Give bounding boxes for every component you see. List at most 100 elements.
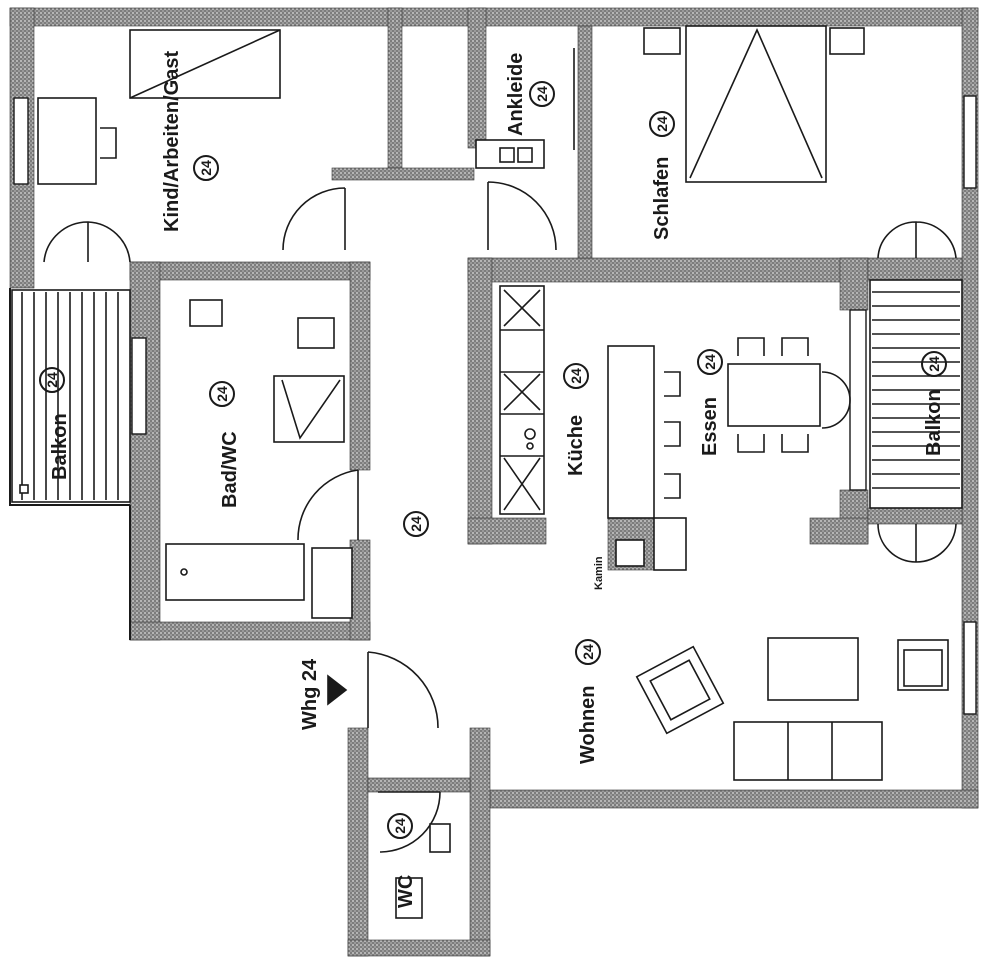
wall-bottom-living [489, 789, 979, 809]
bad-sink-left [189, 299, 223, 327]
wall-kitchen-left [467, 257, 493, 545]
entrance-arrow [327, 674, 348, 706]
unit-marker-essen: 24 [697, 349, 723, 375]
kitchen-island [607, 345, 655, 519]
svg-text:24: 24 [926, 356, 942, 372]
outline [9, 288, 131, 640]
label-kamin: Kamin [593, 556, 605, 590]
chair-essen-4 [781, 434, 809, 453]
unit-markers: 24 24 24 24 24 24 24 24 24 24 24 [39, 81, 947, 839]
chair-essen-1 [737, 337, 765, 356]
unit-marker-wohnen: 24 [575, 639, 601, 665]
wall-kitchen-right-upper [839, 257, 869, 311]
label-kind: Kind/Arbeiten/Gast [161, 51, 183, 232]
armchair-rotated [635, 645, 725, 735]
label-schlafen: Schlafen [651, 157, 673, 240]
kamin-insert [615, 539, 645, 567]
door-wohnen-balcony [877, 523, 957, 563]
sofa [733, 721, 883, 781]
desk-kind [37, 97, 97, 185]
balcony-right-stripes [869, 279, 963, 509]
kamin-side [653, 517, 687, 571]
unit-marker-balkon-right: 24 [921, 351, 947, 377]
wc-sink [429, 823, 451, 853]
door-bad [297, 469, 359, 541]
bad-shower [273, 375, 345, 443]
label-ankleide: Ankleide [505, 53, 527, 136]
dining-table [727, 363, 821, 427]
bad-sink-right [297, 317, 335, 349]
wall-kitchen-bottom-right [809, 517, 869, 545]
nightstand-left [643, 27, 681, 55]
room-labels: Kind/Arbeiten/Gast Ankleide Schlafen Bal… [49, 51, 945, 908]
door-kind [282, 187, 346, 251]
wall-top [9, 7, 979, 27]
wall-kitchen-top [467, 257, 869, 283]
chair-kind [100, 127, 117, 159]
label-kueche: Küche [565, 415, 587, 476]
wall-entry-right [469, 727, 491, 957]
svg-text:24: 24 [654, 116, 670, 132]
unit-marker-wc: 24 [387, 813, 413, 839]
window-schlafen [963, 95, 977, 189]
chair-essen-3 [737, 434, 765, 453]
wall-bad-bottom [129, 621, 371, 641]
wall-ankleide-right [577, 25, 593, 259]
kitchen-counter [499, 285, 545, 515]
wall-balcony-right-bottom [867, 507, 963, 525]
stool-3 [664, 473, 681, 499]
unit-marker-ankleide: 24 [529, 81, 555, 107]
unit-marker-corridor: 24 [403, 511, 429, 537]
stool-2 [664, 421, 681, 447]
svg-text:24: 24 [392, 818, 408, 834]
label-essen: Essen [699, 397, 721, 456]
chair-essen-2 [781, 337, 809, 356]
coffee-table [767, 637, 859, 701]
svg-text:24: 24 [214, 386, 230, 402]
wall-ankleide-left [467, 7, 487, 149]
wall-bad-left [129, 261, 161, 641]
wall-wc-top [367, 777, 471, 793]
wall-balcony-right-top [867, 257, 963, 281]
svg-text:24: 24 [580, 644, 596, 660]
bathtub [165, 543, 305, 601]
wall-bad-right-lower [349, 539, 371, 641]
walls [9, 7, 979, 957]
shelf-ankleide [475, 139, 545, 169]
door-ankleide [487, 181, 557, 251]
window-kind [13, 97, 29, 185]
svg-text:24: 24 [534, 86, 550, 102]
balcony-left-stripes [11, 289, 131, 503]
label-wc: WC [395, 875, 417, 908]
window-wohnen [963, 621, 977, 715]
door-schlafen-balcony [877, 221, 957, 259]
label-balkon-right: Balkon [923, 389, 945, 456]
svg-text:24: 24 [408, 516, 424, 532]
furniture [37, 25, 949, 919]
wall-kitchen-bottom-left [467, 517, 547, 545]
wall-entry-left [347, 727, 369, 957]
svg-text:24: 24 [198, 160, 214, 176]
unit-marker-schlafen: 24 [649, 111, 675, 137]
label-entrance: Whg 24 [299, 658, 321, 730]
door-essen-balcony [821, 371, 851, 429]
wall-wc-bottom [347, 939, 491, 957]
bed-double [685, 25, 827, 183]
wall-bad-right-upper [349, 261, 371, 471]
unit-marker-balkon-left: 24 [39, 367, 65, 393]
door-wc [378, 791, 441, 853]
doors [43, 181, 957, 853]
bad-cabinet [311, 547, 353, 619]
label-balkon-left: Balkon [49, 413, 71, 480]
unit-marker-kueche: 24 [563, 363, 589, 389]
svg-text:24: 24 [702, 354, 718, 370]
door-kind-balcony [43, 221, 131, 263]
door-entrance [367, 651, 439, 729]
unit-marker-bad: 24 [209, 381, 235, 407]
nightstand-right [829, 27, 865, 55]
wall-partition-1 [387, 7, 403, 169]
windows [13, 95, 977, 715]
wc-toilet [395, 877, 423, 919]
stool-1 [664, 371, 681, 397]
